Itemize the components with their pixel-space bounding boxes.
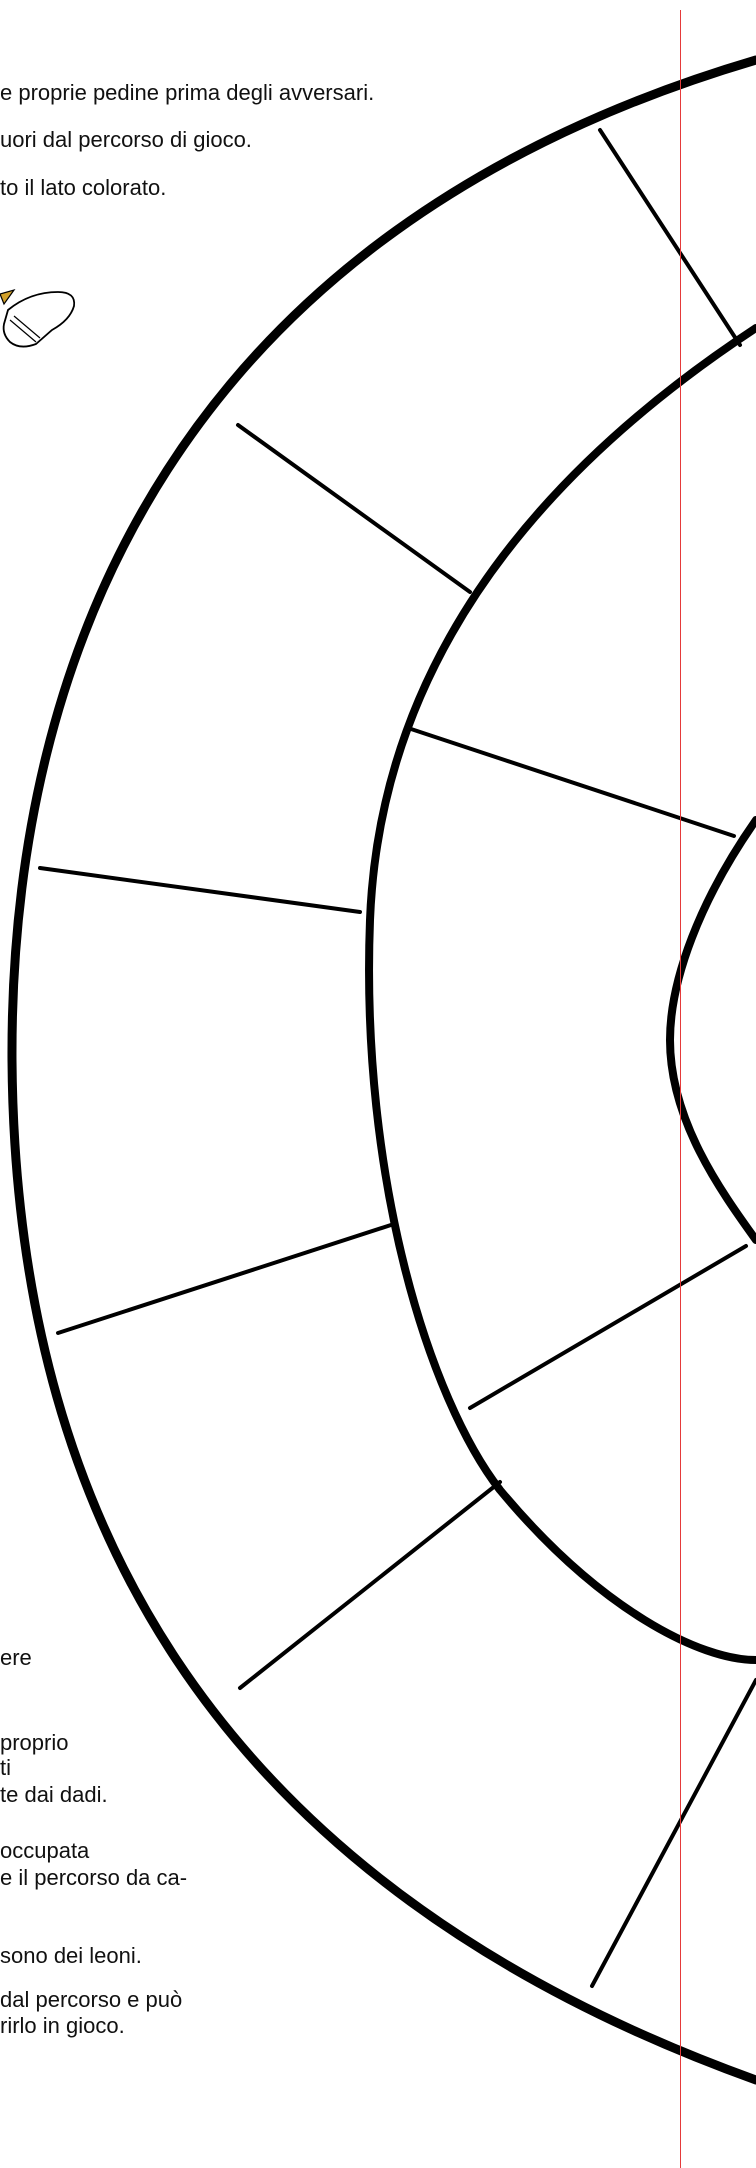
rule-text-bottom-6: e il percorso da ca- — [0, 1865, 187, 1890]
rule-text-bottom-2: proprio — [0, 1730, 68, 1755]
divider-outer-5 — [240, 1482, 500, 1688]
rule-text-bottom-8: dal percorso e può — [0, 1987, 182, 2012]
rule-text-bottom-1: ere — [0, 1645, 32, 1670]
divider-inner-2 — [470, 1246, 746, 1408]
divider-outer-1 — [600, 130, 740, 345]
divider-inner-1 — [408, 728, 734, 836]
board-middle-border — [369, 328, 756, 1660]
guide-line — [680, 10, 681, 2168]
divider-outer-6 — [592, 1680, 756, 1986]
rule-text-bottom-5: occupata — [0, 1838, 89, 1863]
divider-outer-4 — [58, 1224, 394, 1333]
rule-text-bottom-3: ti — [0, 1755, 11, 1780]
rule-text-bottom-4: te dai dadi. — [0, 1782, 108, 1807]
rule-text-bottom-7: sono dei leoni. — [0, 1943, 142, 1968]
rule-text-bottom-9: rirlo in gioco. — [0, 2013, 125, 2038]
board-inner-border — [670, 820, 756, 1240]
divider-outer-3 — [40, 868, 360, 912]
board-outer-border — [12, 60, 756, 2080]
divider-outer-2 — [238, 425, 470, 592]
